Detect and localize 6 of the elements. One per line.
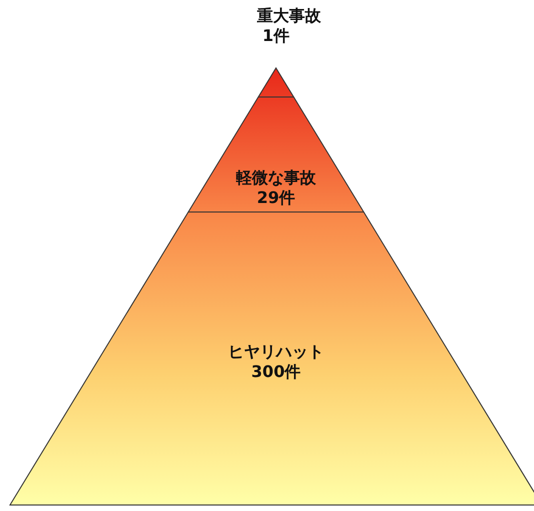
tier-count: 29件 <box>256 188 296 208</box>
tier-count: 300件 <box>251 362 301 382</box>
tier-count: 1件 <box>262 26 290 46</box>
tier-label: ヒヤリハット <box>228 342 324 362</box>
tier-label: 軽微な事故 <box>236 168 316 188</box>
tier-label: 重大事故 <box>257 6 321 26</box>
